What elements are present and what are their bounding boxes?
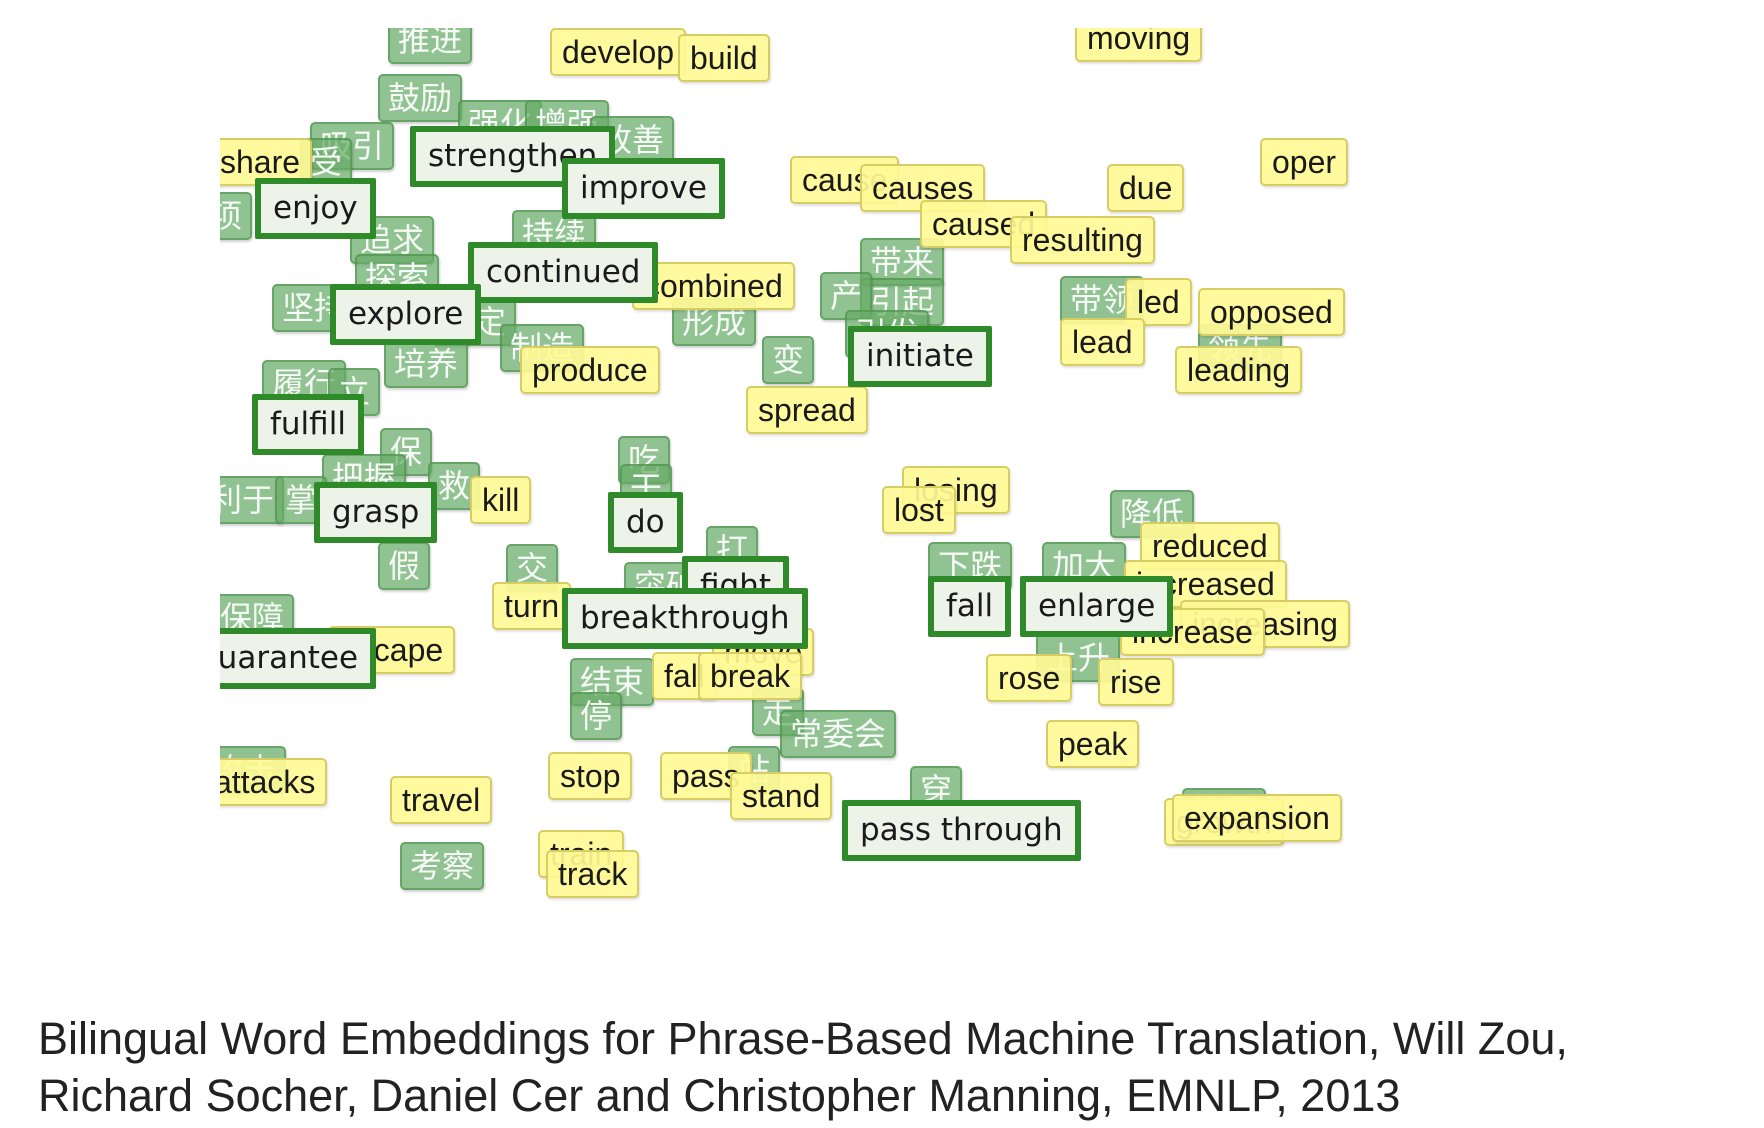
word-label-85: rose bbox=[986, 654, 1073, 702]
word-label-79: guarantee bbox=[220, 628, 377, 689]
word-label-94: stop bbox=[548, 752, 633, 800]
word-label-47: spread bbox=[746, 386, 868, 434]
word-label-83: break bbox=[698, 652, 803, 700]
word-label-40: 变 bbox=[762, 336, 815, 384]
word-label-46: produce bbox=[520, 346, 660, 394]
word-label-58: lost bbox=[882, 486, 956, 534]
word-label-100: pass through bbox=[842, 800, 1081, 861]
word-label-0: 推进 bbox=[388, 28, 473, 64]
word-label-1: develop bbox=[550, 28, 687, 76]
caption-line-2: Richard Socher, Daniel Cer and Christoph… bbox=[38, 1070, 1401, 1121]
word-label-26: combined bbox=[632, 262, 795, 310]
caption-line-1: Bilingual Word Embeddings for Phrase-Bas… bbox=[38, 1013, 1568, 1064]
word-label-61: do bbox=[608, 492, 683, 553]
word-label-42: leading bbox=[1175, 346, 1303, 394]
word-label-13: oper bbox=[1260, 138, 1349, 186]
word-label-2: build bbox=[678, 34, 770, 82]
word-label-33: explore bbox=[330, 284, 482, 345]
word-label-41: initiate bbox=[848, 326, 992, 387]
word-label-98: stand bbox=[730, 772, 833, 820]
word-label-17: 项 bbox=[220, 192, 253, 240]
word-label-97: travel bbox=[390, 776, 493, 824]
embedding-plot: 推进developbuildmoving鼓励强化增强吸引改善share受stre… bbox=[220, 28, 1510, 993]
word-label-105: track bbox=[546, 850, 640, 898]
word-label-64: 假 bbox=[378, 542, 431, 590]
word-label-88: 停 bbox=[570, 692, 623, 740]
word-label-104: 考察 bbox=[400, 842, 485, 890]
word-label-89: 常委会 bbox=[780, 710, 897, 758]
word-label-102: expansion bbox=[1172, 794, 1342, 842]
word-label-31: opposed bbox=[1198, 288, 1345, 336]
citation-caption: Bilingual Word Embeddings for Phrase-Bas… bbox=[38, 1010, 1738, 1124]
word-label-38: lead bbox=[1060, 318, 1145, 366]
word-label-60: grasp bbox=[314, 482, 438, 543]
word-label-72: turn bbox=[492, 582, 572, 630]
word-label-20: resulting bbox=[1010, 216, 1155, 264]
word-label-74: fall bbox=[928, 576, 1012, 637]
word-label-18: enjoy bbox=[255, 178, 376, 239]
word-label-73: breakthrough bbox=[562, 588, 808, 649]
word-label-25: continued bbox=[468, 242, 659, 303]
word-label-52: 利于 bbox=[220, 476, 285, 524]
word-label-90: peak bbox=[1046, 720, 1140, 768]
word-label-55: kill bbox=[470, 476, 532, 524]
word-label-3: moving bbox=[1075, 28, 1203, 62]
word-label-77: increase bbox=[1120, 608, 1265, 656]
word-label-12: improve bbox=[562, 158, 725, 219]
word-label-75: enlarge bbox=[1020, 576, 1174, 637]
word-label-92: attacks bbox=[220, 758, 328, 806]
word-label-4: 鼓励 bbox=[378, 74, 463, 122]
word-label-16: due bbox=[1107, 164, 1185, 212]
word-label-86: rise bbox=[1098, 658, 1174, 706]
word-label-48: fulfill bbox=[252, 394, 364, 455]
word-label-45: 培养 bbox=[384, 340, 469, 388]
